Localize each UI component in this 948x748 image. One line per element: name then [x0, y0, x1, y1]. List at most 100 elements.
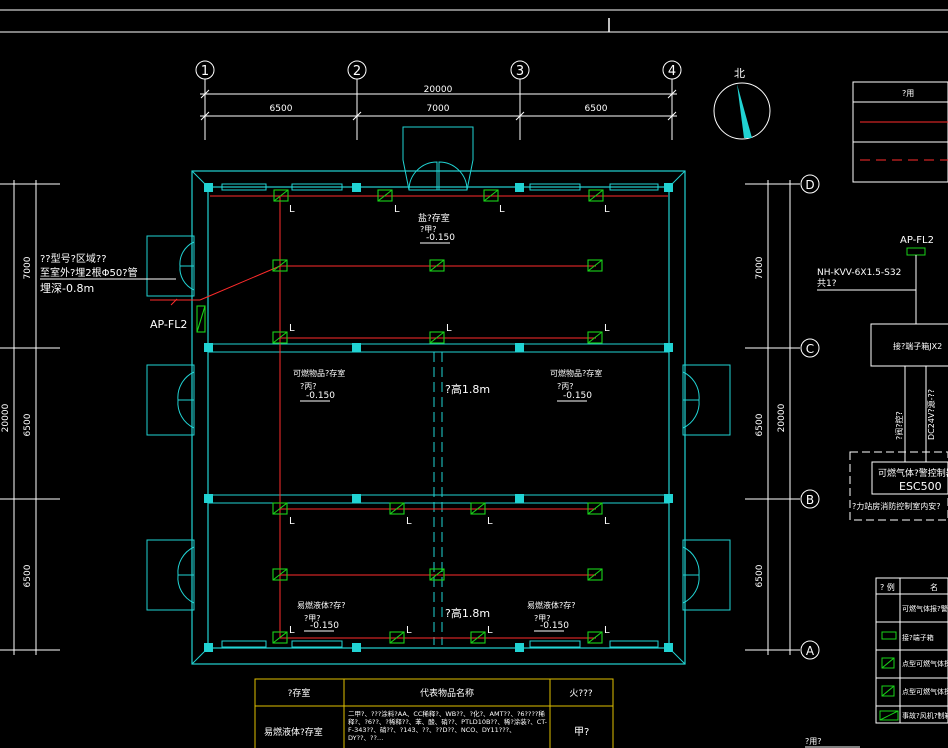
- svg-text:? 例: ? 例: [880, 582, 895, 592]
- controller-name: 可燃气体?警控制器: [878, 467, 948, 479]
- svg-text:L: L: [604, 625, 610, 636]
- room-bot-left-level2: -0.150: [310, 621, 339, 631]
- north-arrow: 北: [713, 67, 771, 140]
- svg-text:接?端子箱: 接?端子箱: [902, 633, 934, 642]
- room-mid-right-level2: -0.150: [563, 391, 592, 401]
- svg-text:L: L: [604, 516, 610, 527]
- svg-text:L: L: [289, 204, 295, 215]
- vertical-label-1: ?阀?控?: [894, 411, 904, 440]
- svg-text:L: L: [289, 625, 295, 636]
- room-top-name: 盐?存室: [418, 212, 450, 224]
- table-header-class: 火???: [569, 688, 593, 699]
- bottom-note: ?用?: [805, 737, 822, 746]
- room-mid-left-level1: ?丙?: [300, 382, 317, 391]
- dim-right-1: 7000: [755, 256, 765, 279]
- axis-label-4: 4: [668, 64, 676, 79]
- svg-text:L: L: [446, 323, 452, 334]
- svg-text:事故?风机?制箱: 事故?风机?制箱: [902, 711, 948, 720]
- axis-label-1: 1: [201, 64, 209, 79]
- system-diagram: AP-FL2 NH-KVV-6X1.5-S32 共1? 接?端子箱JX2 ?阀?…: [817, 235, 948, 521]
- table-cell-items: 二甲?、???涂料?AA、CC稀释?、WB??、?化?、AMT??、?6????…: [348, 710, 547, 742]
- legend-top-header: ?用: [902, 89, 914, 98]
- structural-columns: [204, 183, 673, 652]
- svg-text:L: L: [289, 323, 295, 334]
- axis-label-C: C: [806, 342, 814, 356]
- svg-text:至室外?埋2根Φ50?管: 至室外?埋2根Φ50?管: [40, 266, 138, 279]
- gas-detectors: [196, 189, 604, 644]
- table-cell-room: 易燃液体?存室: [264, 726, 323, 738]
- svg-text:可燃气体报?警: 可燃气体报?警: [902, 604, 948, 613]
- table-cell-items-wrap: 二甲?、???涂料?AA、CC稀释?、WB??、?化?、AMT??、?6????…: [348, 710, 547, 742]
- legend-right: ? 例 名 可燃气体报?警 接?端子箱 点型可燃气体探?(?扩散型?) 点型可燃…: [805, 577, 948, 748]
- axis-label-3: 3: [516, 64, 524, 79]
- alarm-wiring: [150, 195, 668, 639]
- axis-label-B: B: [806, 493, 814, 507]
- room-mid-right-name: 可燃物品?存室: [550, 368, 602, 378]
- dim-span-x-3: 6500: [585, 104, 608, 114]
- room-bot-left-level1: ?甲?: [304, 614, 321, 623]
- wall-height-bot: ?高1.8m: [445, 606, 490, 620]
- dim-total-x: 20000: [424, 85, 453, 95]
- controller-caption: ?力站房消防控制室内安?: [852, 501, 941, 511]
- cable-spec: NH-KVV-6X1.5-S32: [817, 268, 901, 278]
- controller-model: ESC500: [899, 480, 942, 493]
- table-cell-class: 甲?: [574, 727, 589, 738]
- building-outline: [191, 170, 686, 665]
- svg-text:名: 名: [930, 582, 938, 592]
- svg-text:埋深-0.8m: 埋深-0.8m: [40, 282, 94, 295]
- svg-text:L: L: [487, 625, 493, 636]
- svg-text:??型号?区域??: ??型号?区域??: [40, 252, 107, 265]
- table-header-room: ?存室: [288, 687, 311, 699]
- dim-right-total: 20000: [777, 403, 787, 432]
- cable-note: ??型号?区域?? 至室外?埋2根Φ50?管 埋深-0.8m AP-FL2: [40, 252, 187, 331]
- cable-count: 共1?: [817, 278, 837, 289]
- dim-left-total: 20000: [1, 403, 11, 432]
- dim-span-x-1: 6500: [270, 104, 293, 114]
- room-bot-right-level2: -0.150: [540, 621, 569, 631]
- svg-text:L: L: [604, 204, 610, 215]
- dim-left-2: 6500: [23, 413, 33, 436]
- svg-text:L: L: [604, 323, 610, 334]
- room-mid-left-level2: -0.150: [306, 391, 335, 401]
- svg-text:L: L: [487, 516, 493, 527]
- dim-left-1: 7000: [23, 256, 33, 279]
- svg-text:点型可燃气体探?(?扩散型?): 点型可燃气体探?(?扩散型?): [902, 659, 948, 668]
- svg-text:L: L: [499, 204, 505, 215]
- storage-table: ?存室 代表物品名称 火??? 易燃液体?存室 甲?: [254, 678, 614, 748]
- dim-span-x-2: 7000: [427, 104, 450, 114]
- wall-height-mid: ?高1.8m: [445, 382, 490, 396]
- dim-right-3: 6500: [755, 564, 765, 587]
- room-mid-left-name: 可燃物品?存室: [293, 368, 345, 378]
- room-bot-right-name: 易燃液体?存?: [527, 600, 576, 610]
- svg-text:点型可燃气体探?(?扩散型?): 点型可燃气体探?(?扩散型?): [902, 687, 948, 696]
- dim-right-2: 6500: [755, 413, 765, 436]
- exhaust-markers: L L L L L L L L L L L L L L L: [289, 204, 610, 636]
- axis-bubbles-top: 1 2 3 4: [195, 60, 682, 140]
- panel-left-label: AP-FL2: [150, 318, 187, 331]
- junction-box-label: 接?端子箱JX2: [893, 341, 942, 351]
- dim-left-3: 6500: [23, 564, 33, 587]
- doors: [146, 126, 731, 611]
- vertical-label-2: DC24V?源-??: [927, 389, 936, 440]
- svg-text:L: L: [406, 625, 412, 636]
- room-labels: 盐?存室 ?甲? -0.150 可燃物品?存室 ?丙? -0.150 可燃物品?…: [293, 212, 602, 632]
- dimension-top: 20000 6500 7000 6500: [200, 85, 677, 121]
- room-top-level1: ?甲?: [420, 225, 437, 234]
- axis-label-A: A: [806, 644, 815, 658]
- room-bot-right-level1: ?甲?: [534, 614, 551, 623]
- svg-text:L: L: [289, 516, 295, 527]
- svg-text:L: L: [394, 204, 400, 215]
- dimension-left: 7000 6500 6500 20000: [0, 180, 60, 655]
- svg-text:L: L: [406, 516, 412, 527]
- room-bot-left-name: 易燃液体?存?: [297, 600, 346, 610]
- panel-right-label: AP-FL2: [900, 235, 934, 246]
- table-header-items: 代表物品名称: [420, 687, 474, 699]
- room-top-level2: -0.150: [426, 233, 455, 243]
- axis-label-2: 2: [353, 64, 361, 79]
- axis-label-D: D: [805, 178, 814, 192]
- room-mid-right-level1: ?丙?: [557, 382, 574, 391]
- legend-top: ?用: [852, 81, 948, 183]
- north-label: 北: [734, 67, 745, 80]
- dimension-right: 7000 6500 6500 20000 D C B A: [745, 174, 820, 660]
